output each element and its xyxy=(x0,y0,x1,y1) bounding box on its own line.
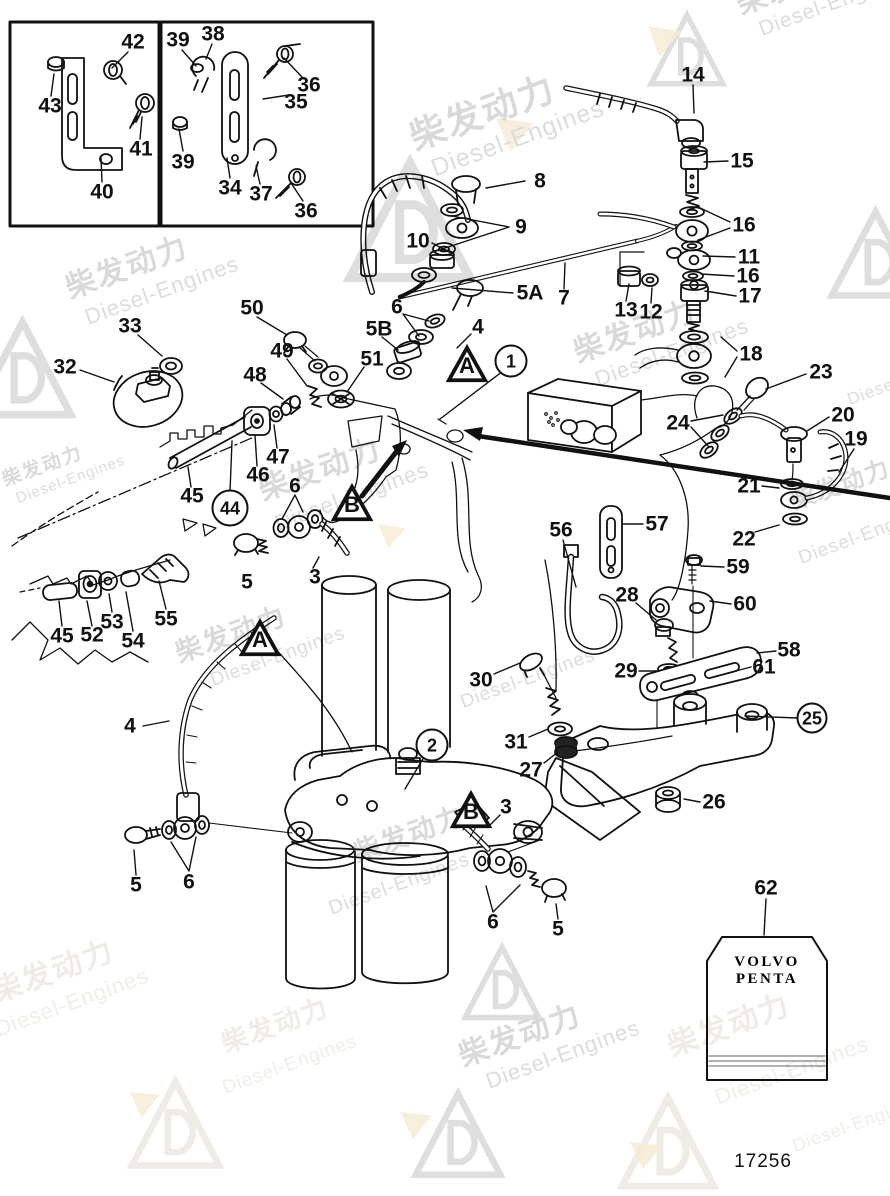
part-callout-35: 35 xyxy=(284,90,308,114)
part-callout-22: 22 xyxy=(732,527,756,551)
part-callout-33: 33 xyxy=(118,314,142,338)
part-callout-30: 30 xyxy=(469,668,493,692)
part-callout-5: 5 xyxy=(241,570,253,594)
part-callout-1: 1 xyxy=(494,344,528,378)
emphasis-arrows xyxy=(359,427,890,501)
part-callout-16: 16 xyxy=(736,264,760,288)
volvo-penta-decal: VOLVO PENTA xyxy=(707,954,827,989)
part-callout-61: 61 xyxy=(752,655,776,679)
part-callout-23: 23 xyxy=(809,360,833,384)
part-callout-46: 46 xyxy=(246,463,270,487)
part-callout-9: 9 xyxy=(515,215,527,239)
ref-marker-B: B xyxy=(450,790,492,830)
part-callout-51: 51 xyxy=(360,347,384,371)
ref-marker-A: A xyxy=(446,344,488,384)
inset-boxes xyxy=(8,20,375,228)
return-line-stack xyxy=(563,85,712,385)
part-callout-48: 48 xyxy=(243,363,267,387)
part-callout-32: 32 xyxy=(53,355,77,379)
part-callout-13: 13 xyxy=(614,298,638,322)
part-callout-4: 4 xyxy=(124,714,136,738)
leader-lines xyxy=(50,43,855,936)
decal-line-2: PENTA xyxy=(735,971,799,988)
ref-marker-B: B xyxy=(331,483,373,523)
part-callout-6: 6 xyxy=(487,910,499,934)
part-callout-44: 44 xyxy=(211,489,249,527)
part-callout-50: 50 xyxy=(240,296,264,320)
volvo-penta-decal-shape xyxy=(706,936,828,1081)
part-callout-29: 29 xyxy=(614,659,638,683)
bracket-kit xyxy=(47,56,155,171)
part-callout-2: 2 xyxy=(415,728,449,762)
part-callout-36: 36 xyxy=(294,199,318,223)
part-callout-15: 15 xyxy=(730,149,754,173)
part-callout-57: 57 xyxy=(645,512,669,536)
part-callout-54: 54 xyxy=(121,629,145,653)
part-callout-6: 6 xyxy=(391,295,403,319)
part-callout-39: 39 xyxy=(166,28,190,52)
part-callout-45: 45 xyxy=(180,484,204,508)
part-callout-26: 26 xyxy=(702,790,726,814)
pump-parts xyxy=(112,331,348,470)
part-callout-59: 59 xyxy=(726,555,750,579)
part-callout-5A: 5A xyxy=(516,281,544,305)
part-callout-5B: 5B xyxy=(365,317,393,341)
part-callout-38: 38 xyxy=(201,22,225,46)
part-callout-14: 14 xyxy=(681,63,705,87)
part-callout-17: 17 xyxy=(738,284,762,308)
part-callout-5: 5 xyxy=(552,917,564,941)
part-callout-40: 40 xyxy=(90,180,114,204)
part-callout-20: 20 xyxy=(831,403,855,427)
part-callout-3: 3 xyxy=(500,795,512,819)
hook-and-plate xyxy=(563,505,623,655)
part-callout-10: 10 xyxy=(406,229,430,253)
part-callout-25: 25 xyxy=(796,702,828,734)
drawing-number: 17256 xyxy=(734,1151,792,1172)
banjo-left xyxy=(233,509,350,556)
part-callout-47: 47 xyxy=(266,445,290,469)
part-callout-5: 5 xyxy=(130,873,142,897)
control-unit-box xyxy=(527,378,642,453)
part-callout-6: 6 xyxy=(289,474,301,498)
part-callout-12: 12 xyxy=(639,300,663,324)
ref-marker-A: A xyxy=(239,618,281,658)
part-callout-3: 3 xyxy=(309,565,321,589)
part-callout-37: 37 xyxy=(249,182,273,206)
bracket-assembly xyxy=(519,554,775,841)
part-callout-34: 34 xyxy=(218,176,242,200)
part-callout-16: 16 xyxy=(732,213,756,237)
decal-line-1: VOLVO xyxy=(734,954,800,970)
part-callout-41: 41 xyxy=(129,137,153,161)
part-callout-39: 39 xyxy=(171,150,195,174)
part-callout-53: 53 xyxy=(100,610,124,634)
part-callout-27: 27 xyxy=(519,758,543,782)
part-callout-60: 60 xyxy=(733,592,757,616)
part-callout-6: 6 xyxy=(183,870,195,894)
part-callout-21: 21 xyxy=(737,474,761,498)
part-callout-36: 36 xyxy=(297,73,321,97)
part-callout-45: 45 xyxy=(50,624,74,648)
part-callout-56: 56 xyxy=(549,518,573,542)
part-callout-55: 55 xyxy=(154,607,178,631)
part-callout-58: 58 xyxy=(777,638,801,662)
part-callout-28: 28 xyxy=(615,583,639,607)
part-callout-24: 24 xyxy=(666,411,690,435)
part-callout-42: 42 xyxy=(121,30,145,54)
part-callout-7: 7 xyxy=(558,286,570,310)
part-callout-18: 18 xyxy=(739,342,763,366)
part-callout-11: 11 xyxy=(737,245,761,269)
part-callout-8: 8 xyxy=(534,169,546,193)
part-callout-19: 19 xyxy=(844,427,868,451)
part-callout-62: 62 xyxy=(754,876,778,900)
part-callout-4: 4 xyxy=(472,315,484,339)
part-callout-43: 43 xyxy=(38,94,62,118)
part-callout-52: 52 xyxy=(80,623,104,647)
part-callout-31: 31 xyxy=(504,730,528,754)
part-callout-49: 49 xyxy=(270,339,294,363)
fuel-filter-assembly xyxy=(19,553,567,990)
